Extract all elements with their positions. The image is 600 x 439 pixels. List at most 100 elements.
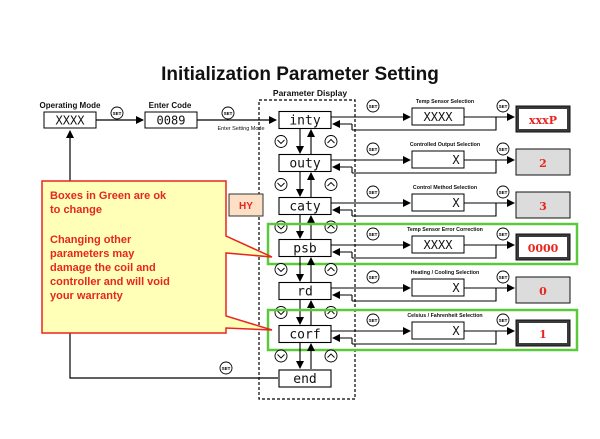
param-value: 0: [539, 285, 547, 298]
set-button[interactable]: SET: [219, 361, 233, 375]
down-key-icon[interactable]: [274, 263, 288, 276]
param-description: Control Method Selection: [413, 185, 477, 191]
return-line: [352, 245, 497, 259]
set-button-label: SET: [113, 111, 122, 116]
down-key-icon[interactable]: [274, 349, 288, 363]
set-button[interactable]: SET: [366, 185, 380, 199]
value-box-inner: [519, 323, 567, 343]
setting-display-text: XXXX: [424, 110, 454, 124]
note-line: controller and will void: [50, 276, 170, 288]
hy-label: HY: [239, 201, 253, 212]
set-button[interactable]: SET: [496, 142, 510, 156]
param-value: 1: [539, 328, 547, 341]
callout-shape: [41, 180, 273, 334]
return-line: [352, 160, 497, 174]
setting-display-text: X: [452, 281, 460, 295]
value-box: [515, 191, 571, 219]
set-button-label: SET: [499, 104, 508, 109]
up-key-icon[interactable]: [324, 178, 338, 191]
param-description: Celsius / Fahrenheit Selection: [407, 313, 482, 319]
return-line: [352, 288, 497, 302]
param-code-display: [278, 196, 332, 216]
param-code-display: [278, 110, 332, 130]
param-description: Temp Sensor Selection: [416, 99, 474, 105]
down-key-icon[interactable]: [274, 178, 288, 191]
setting-display-text: X: [452, 324, 460, 338]
note-line: your warranty: [50, 290, 124, 302]
warning-callout: Boxes in Green are ok to change Changing…: [41, 180, 273, 334]
setting-display-text: X: [452, 153, 460, 167]
set-button-label: SET: [499, 232, 508, 237]
up-key-icon[interactable]: [324, 263, 338, 276]
param-code-display: [278, 281, 332, 301]
up-key-icon[interactable]: [324, 349, 338, 363]
param-value: xxxP: [529, 114, 557, 127]
param-value: 2: [539, 157, 547, 170]
set-button-label: SET: [499, 147, 508, 152]
setting-display-text: X: [452, 196, 460, 210]
set-button-label: SET: [222, 366, 231, 371]
return-line: [352, 117, 497, 131]
note-line: to change: [50, 204, 102, 216]
param-code-text: psb: [293, 242, 317, 257]
set-button-label: SET: [499, 190, 508, 195]
param-code-text: inty: [289, 114, 320, 129]
set-button[interactable]: SET: [366, 99, 380, 113]
up-key-icon[interactable]: [324, 306, 338, 319]
note-line: damage the coil and: [50, 262, 156, 274]
param-code-display: [278, 153, 332, 173]
note-line: Boxes in Green are ok: [50, 190, 167, 202]
set-button[interactable]: SET: [496, 270, 510, 284]
param-value: 3: [539, 200, 547, 213]
end-display: [278, 369, 332, 388]
set-button[interactable]: SET: [366, 227, 380, 241]
param-description: Heating / Cooling Selection: [411, 270, 480, 276]
set-button[interactable]: SET: [496, 227, 510, 241]
set-button-label: SET: [369, 104, 378, 109]
set-button-label: SET: [369, 147, 378, 152]
operating-mode-label: Operating Mode: [40, 101, 101, 110]
value-box-inner: [519, 109, 567, 129]
return-line: [352, 203, 497, 217]
set-button-label: SET: [499, 318, 508, 323]
up-key-icon[interactable]: [324, 135, 338, 148]
down-key-icon[interactable]: [274, 306, 288, 319]
svg-text:Boxes in Green are ok to: Boxes in Green are ok to change Changing…: [50, 190, 173, 302]
set-button[interactable]: SET: [366, 142, 380, 156]
set-button[interactable]: SET: [366, 313, 380, 327]
param-code-text: caty: [289, 200, 320, 215]
set-button[interactable]: SET: [496, 185, 510, 199]
set-button[interactable]: SET: [496, 99, 510, 113]
parameter-display-column: [258, 99, 356, 400]
enter-code-display-text: 0089: [157, 114, 186, 128]
hy-box: [228, 193, 264, 217]
set-button[interactable]: SET: [496, 313, 510, 327]
param-value: 0000: [528, 242, 559, 255]
setting-display-text: XXXX: [424, 238, 454, 252]
end-display-text: end: [293, 372, 316, 387]
set-button-label: SET: [369, 190, 378, 195]
set-button-label: SET: [369, 275, 378, 280]
note-line: parameters may: [50, 248, 135, 260]
param-description: Temp Sensor Error Correction: [407, 227, 483, 233]
set-button[interactable]: SET: [366, 270, 380, 284]
parameter-display-label: Parameter Display: [273, 88, 347, 98]
param-code-text: rd: [297, 285, 313, 300]
set-button-label: SET: [224, 111, 233, 116]
set-button-label: SET: [499, 275, 508, 280]
operating-mode-display-text: XXXX: [56, 114, 86, 128]
down-key-icon[interactable]: [274, 135, 288, 148]
value-box-inner: [519, 237, 567, 257]
set-button[interactable]: SET: [110, 106, 124, 120]
set-button-label: SET: [369, 232, 378, 237]
value-box: [515, 276, 571, 304]
enter-setting-mode-note: Enter Setting Mode: [217, 126, 264, 132]
value-box: [515, 148, 571, 176]
set-button[interactable]: SET: [221, 106, 235, 120]
param-code-display: [278, 324, 332, 344]
